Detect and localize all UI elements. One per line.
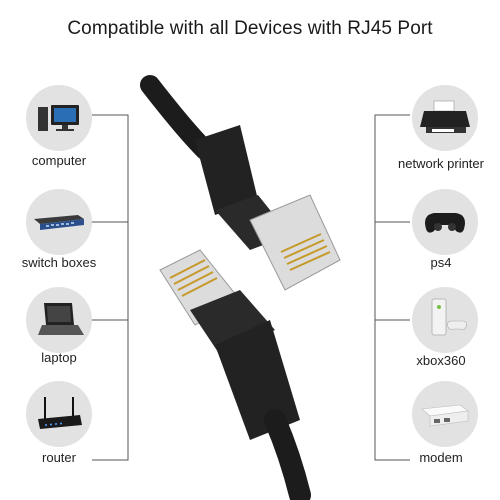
- page-title: Compatible with all Devices with RJ45 Po…: [67, 18, 433, 39]
- laptop-icon: [26, 287, 92, 353]
- gamepad-icon: [412, 189, 478, 255]
- device-label-laptop: laptop: [41, 350, 77, 365]
- device-label-xbox360: xbox360: [416, 353, 466, 368]
- computer-icon: [26, 85, 92, 151]
- modem-icon: [412, 381, 478, 447]
- router-icon: [26, 381, 92, 447]
- device-label-modem: modem: [419, 450, 463, 465]
- device-label-computer: computer: [31, 153, 87, 168]
- device-label-switch-boxes: switch boxes: [21, 255, 97, 270]
- printer-icon: [412, 85, 478, 151]
- device-label-network-printer: network printer: [398, 156, 484, 171]
- device-label-router: router: [42, 450, 76, 465]
- switch-icon: [26, 189, 92, 255]
- device-label-ps4: ps4: [430, 255, 452, 270]
- xbox-console-icon: [412, 287, 478, 353]
